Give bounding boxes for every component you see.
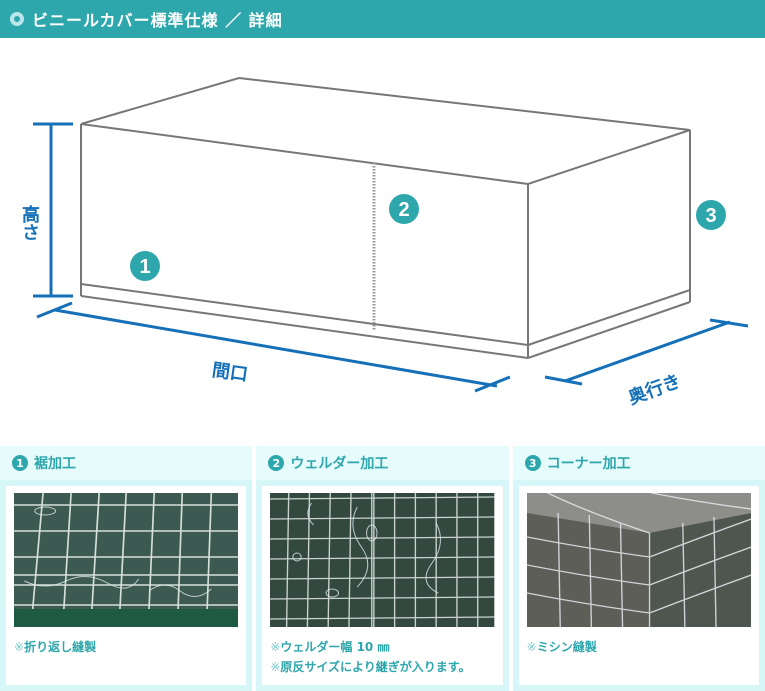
note-line: ※ミシン縫製 [526, 640, 597, 654]
width-dimension [36, 301, 511, 393]
number-badge: 2 [268, 455, 285, 471]
panel-hem-processing: 1 裾加工 [0, 446, 253, 691]
note-line: ※ウェルダー幅 10 ㎜ [270, 640, 390, 654]
height-dimension [33, 122, 73, 298]
panel-title: ウェルダー加工 [290, 456, 389, 472]
panel-title: 裾加工 [34, 456, 76, 472]
hem-processing-photo [14, 493, 239, 627]
section-title: ビニールカバー標準仕様 ／ 詳細 [32, 11, 283, 30]
number-badge: 1 [12, 455, 28, 471]
note-line: ※折り返し縫製 [14, 640, 97, 654]
depth-dimension [544, 318, 749, 386]
marker-1: 1 [130, 251, 160, 281]
panel-header: 3 コーナー加工 [512, 446, 765, 480]
corner-processing-photo [526, 493, 751, 627]
panel-header: 2 ウェルダー加工 [256, 446, 509, 480]
width-label: 間口 [211, 360, 249, 385]
panel-header: 1 裾加工 [0, 446, 253, 480]
svg-text:3: 3 [705, 205, 716, 227]
panel-notes: ※ミシン縫製 [527, 637, 751, 657]
section-header: ビニールカバー標準仕様 ／ 詳細 [0, 0, 765, 38]
svg-text:2: 2 [398, 199, 409, 221]
ring-icon [10, 12, 24, 26]
panel-welder-processing: 2 ウェルダー加工 [256, 446, 509, 691]
marker-3: 3 [696, 200, 726, 230]
marker-2: 2 [389, 194, 419, 224]
box-outline [80, 76, 691, 359]
welder-processing-photo [270, 493, 495, 627]
panel-body: ※ウェルダー幅 10 ㎜ ※原反サイズにより継ぎが入ります。 [262, 486, 503, 685]
height-label: 高さ [20, 204, 40, 241]
depth-label: 奥行き [625, 370, 683, 408]
box-diagram-svg: 高さ 間口 奥行き 1 2 3 [20, 76, 749, 408]
panel-body: ※折り返し縫製 [6, 486, 247, 685]
cover-dimension-diagram: 高さ 間口 奥行き 1 2 3 [0, 38, 765, 438]
note-line: ※原反サイズにより継ぎが入ります。 [270, 660, 471, 674]
detail-panels: 1 裾加工 [0, 446, 765, 691]
panel-body: ※ミシン縫製 [518, 486, 759, 685]
panel-corner-processing: 3 コーナー加工 [512, 446, 765, 691]
panel-notes: ※ウェルダー幅 10 ㎜ ※原反サイズにより継ぎが入ります。 [270, 637, 494, 677]
svg-text:1: 1 [139, 256, 150, 278]
panel-notes: ※折り返し縫製 [14, 637, 238, 657]
panel-title: コーナー加工 [546, 456, 631, 472]
number-badge: 3 [524, 455, 541, 471]
